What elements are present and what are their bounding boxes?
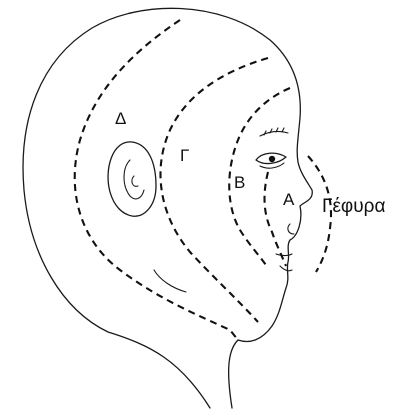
head-outline (23, 8, 312, 408)
ear-inner-detail (124, 160, 144, 199)
eye-pupil (269, 156, 275, 162)
zone-label-gamma: Γ (180, 146, 189, 165)
zone-label-delta: Δ (115, 109, 126, 128)
jaw-line-detail (154, 270, 186, 292)
zone-boundary-gamma-beta (160, 58, 268, 322)
nostril (288, 224, 294, 234)
zone-boundary-alpha (265, 172, 286, 266)
ear-canal-detail (132, 176, 138, 186)
bridge-label: Γέφυρα (322, 196, 385, 217)
zone-label-beta: Β (234, 173, 245, 192)
zone-label-alpha: Α (283, 190, 295, 209)
mouth-line (276, 254, 292, 256)
lower-lip-shadow (280, 266, 292, 271)
